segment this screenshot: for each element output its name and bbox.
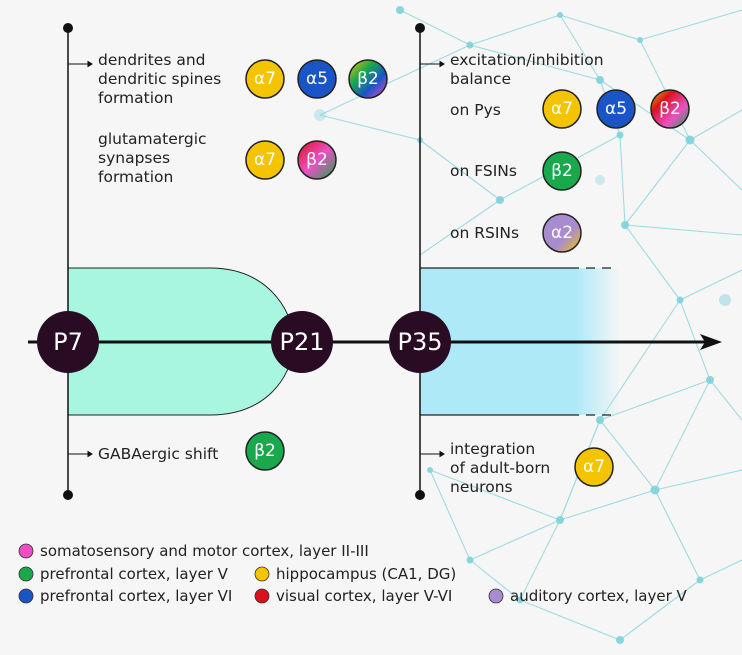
svg-text:balance: balance bbox=[450, 70, 511, 88]
svg-text:α5: α5 bbox=[306, 69, 328, 89]
svg-text:visual cortex, layer V-VI: visual cortex, layer V-VI bbox=[276, 587, 452, 605]
timepoint-p35: P35 bbox=[389, 311, 451, 373]
on-rsins-label: on RSINs bbox=[450, 224, 519, 242]
neural-network-nodes bbox=[314, 6, 731, 644]
svg-text:somatosensory and motor cortex: somatosensory and motor cortex, layer II… bbox=[40, 542, 369, 560]
gaba-shift-label: GABAergic shift bbox=[98, 445, 218, 463]
glutamatergic-label: glutamatergic synapses formation bbox=[98, 130, 207, 186]
tick-arrows bbox=[68, 60, 445, 458]
svg-text:α7: α7 bbox=[551, 99, 573, 119]
legend-item: hippocampus (CA1, DG) bbox=[254, 565, 456, 583]
svg-text:α7: α7 bbox=[583, 457, 605, 477]
svg-text:synapses: synapses bbox=[98, 149, 170, 167]
svg-text:auditory cortex, layer V: auditory cortex, layer V bbox=[510, 587, 688, 605]
legend-item: somatosensory and motor cortex, layer II… bbox=[18, 542, 369, 560]
badge-beta2-green: β2 bbox=[542, 151, 582, 191]
badge-alpha7: α7 bbox=[574, 447, 614, 487]
svg-text:dendrites and: dendrites and bbox=[98, 51, 206, 69]
svg-text:formation: formation bbox=[98, 89, 173, 107]
badge-alpha5: α5 bbox=[297, 59, 337, 99]
svg-text:β2: β2 bbox=[306, 150, 328, 170]
svg-text:α7: α7 bbox=[254, 69, 276, 89]
svg-text:α5: α5 bbox=[605, 99, 627, 119]
right-vertical-bar bbox=[415, 23, 425, 500]
dendrites-label: dendrites and dendritic spines formation bbox=[98, 51, 221, 107]
timepoint-p7: P7 bbox=[37, 311, 99, 373]
svg-text:dendritic spines: dendritic spines bbox=[98, 70, 221, 88]
svg-text:neurons: neurons bbox=[450, 478, 513, 496]
legend-item: prefrontal cortex, layer VI bbox=[18, 587, 232, 605]
legend-item: visual cortex, layer V-VI bbox=[254, 587, 452, 605]
svg-text:hippocampus (CA1, DG): hippocampus (CA1, DG) bbox=[276, 565, 456, 583]
badge-alpha7: α7 bbox=[542, 89, 582, 129]
badge-beta2-mixed: β2 bbox=[297, 140, 337, 180]
badge-alpha2: α2 bbox=[542, 213, 582, 253]
svg-text:β2: β2 bbox=[254, 441, 276, 461]
svg-text:α7: α7 bbox=[254, 150, 276, 170]
svg-text:of adult-born: of adult-born bbox=[450, 459, 550, 477]
badge-beta2-mixed: β2 bbox=[348, 59, 388, 99]
svg-text:formation: formation bbox=[98, 168, 173, 186]
timepoint-p21: P21 bbox=[271, 311, 333, 373]
p35-label: P35 bbox=[397, 328, 442, 356]
p21-label: P21 bbox=[279, 328, 324, 356]
badge-alpha5: α5 bbox=[596, 89, 636, 129]
p7-label: P7 bbox=[53, 328, 83, 356]
left-vertical-bar bbox=[63, 23, 73, 500]
time-axis bbox=[28, 334, 722, 350]
badge-alpha7: α7 bbox=[245, 140, 285, 180]
badge-beta2-mixed: β2 bbox=[650, 89, 690, 129]
svg-text:β2: β2 bbox=[659, 99, 681, 119]
on-pys-label: on Pys bbox=[450, 101, 501, 119]
badge-beta2-green: β2 bbox=[245, 431, 285, 471]
on-fsins-label: on FSINs bbox=[450, 162, 517, 180]
legend-item: auditory cortex, layer V bbox=[488, 587, 688, 605]
svg-text:excitation/inhibition: excitation/inhibition bbox=[450, 51, 604, 69]
svg-text:prefrontal cortex, layer V: prefrontal cortex, layer V bbox=[40, 565, 229, 583]
svg-text:β2: β2 bbox=[357, 69, 379, 89]
ei-balance-label: excitation/inhibition balance bbox=[450, 51, 604, 88]
svg-text:prefrontal cortex, layer VI: prefrontal cortex, layer VI bbox=[40, 587, 232, 605]
svg-text:α2: α2 bbox=[551, 223, 573, 243]
legend: somatosensory and motor cortex, layer II… bbox=[18, 542, 688, 605]
integration-label: integration of adult-born neurons bbox=[450, 440, 550, 496]
svg-text:glutamatergic: glutamatergic bbox=[98, 130, 207, 148]
badge-alpha7: α7 bbox=[245, 59, 285, 99]
legend-item: prefrontal cortex, layer V bbox=[18, 565, 229, 583]
svg-text:β2: β2 bbox=[551, 161, 573, 181]
svg-text:integration: integration bbox=[450, 440, 535, 458]
